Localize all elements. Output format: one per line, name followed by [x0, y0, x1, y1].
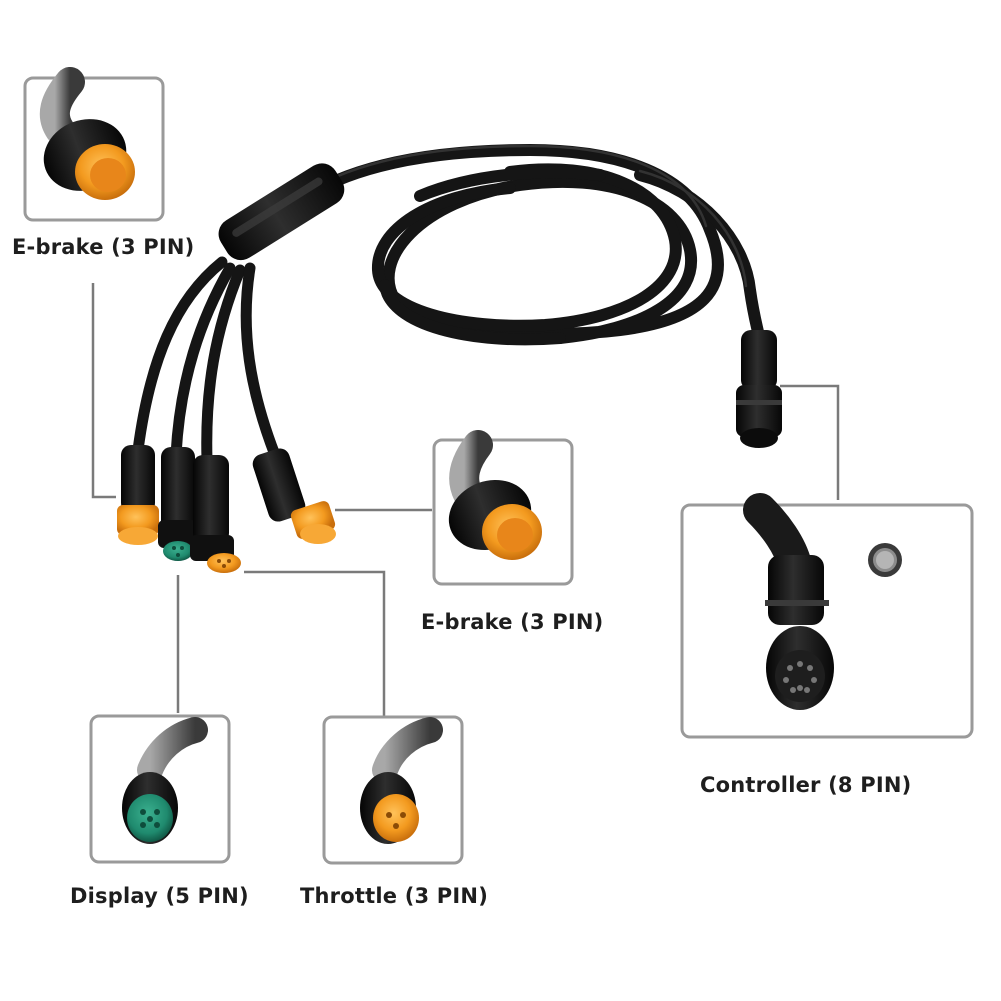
splitter-block: [218, 163, 345, 261]
inset-ebrake-mid: [432, 430, 574, 586]
inset-controller: [680, 493, 974, 739]
inset-display: [89, 714, 231, 864]
connector-display: [158, 447, 198, 561]
main-cable: [294, 143, 766, 351]
label-throttle: Throttle (3 PIN): [300, 884, 488, 908]
controller-connector: [736, 330, 782, 448]
inset-throttle: [322, 715, 464, 865]
cable-highlight: [298, 144, 748, 288]
label-controller: Controller (8 PIN): [700, 773, 912, 797]
label-display: Display (5 PIN): [70, 884, 249, 908]
connector-ebrake-1: [117, 445, 159, 545]
connector-throttle: [190, 455, 241, 573]
label-ebrake-mid: E-brake (3 PIN): [421, 610, 604, 634]
branch-cables: [132, 256, 281, 466]
leader-lines: [91, 283, 840, 716]
inset-ebrake-top: [23, 67, 165, 222]
connector-ebrake-2: [252, 448, 336, 544]
pin-face-thumbnail: [868, 543, 902, 577]
label-ebrake-top: E-brake (3 PIN): [12, 235, 195, 259]
